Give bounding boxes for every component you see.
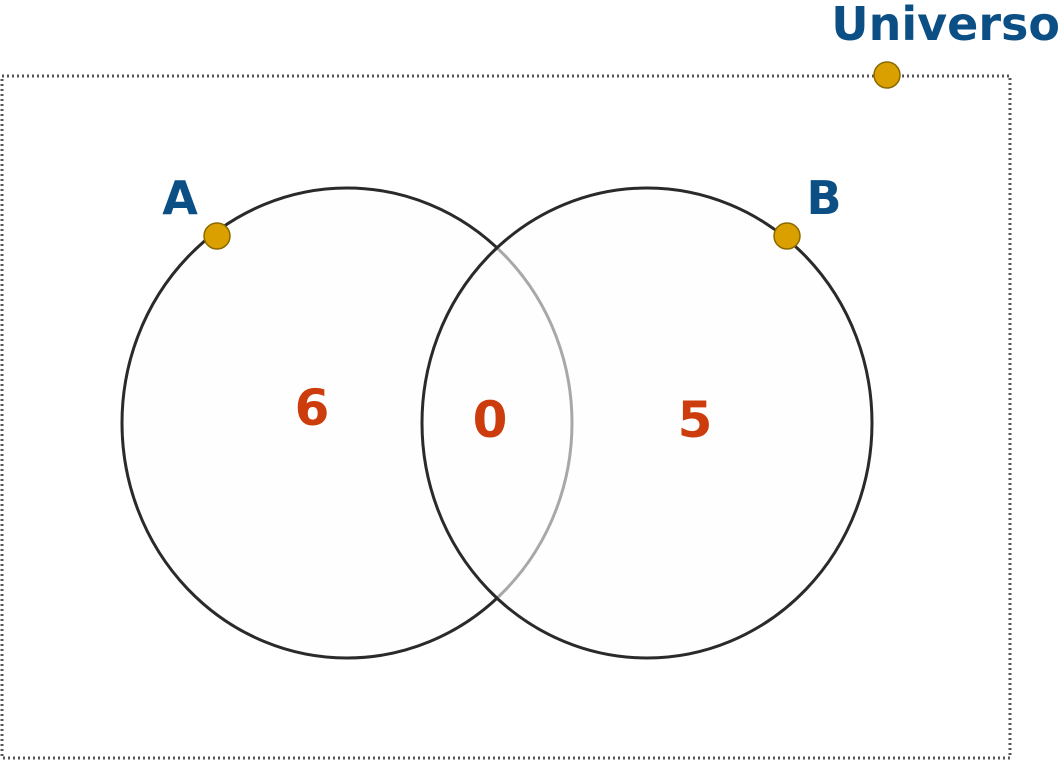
universe-handle[interactable] [873,61,901,89]
set-b-circle [420,186,874,660]
set-b-label: B [806,171,841,225]
set-b-handle[interactable] [773,222,801,250]
universe-label: Universo [831,0,1060,51]
set-a-handle[interactable] [203,222,231,250]
region-intersection-count: 0 [473,391,508,449]
region-only-b-count: 5 [678,391,713,449]
region-only-a-count: 6 [295,379,330,437]
set-a-label: A [162,171,198,225]
